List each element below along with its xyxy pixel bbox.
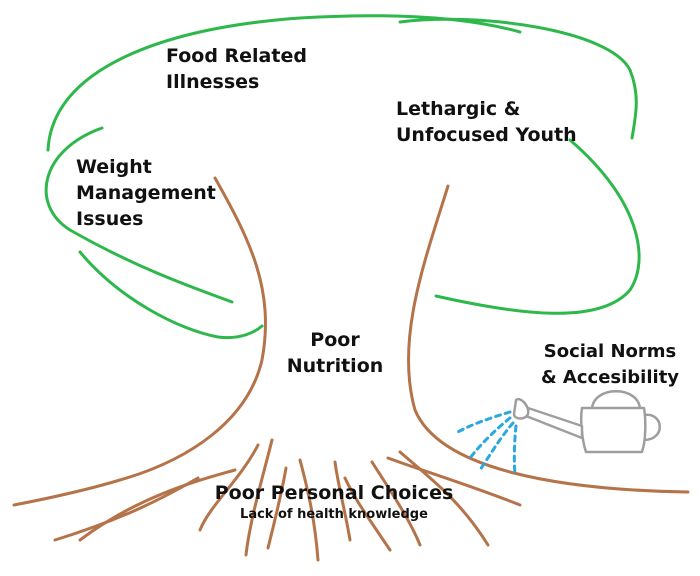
- canopy-arc-lower-left: [78, 250, 264, 340]
- root-2: [244, 438, 274, 557]
- water-stream-2: [468, 416, 512, 460]
- water-stream-4: [512, 424, 518, 477]
- label-line: Food Related: [166, 45, 307, 67]
- label-line: & Accesibility: [540, 367, 680, 388]
- label-line: Illnesses: [166, 71, 260, 93]
- can-body: [579, 406, 647, 454]
- root-7: [370, 460, 422, 547]
- can-handle: [590, 390, 642, 411]
- label-line: Social Norms: [543, 341, 677, 362]
- label-line: Lethargic &: [396, 98, 521, 120]
- root-11: [266, 466, 288, 550]
- label-social-norms-accesibility: Social Norms & Accesibility: [532, 339, 688, 391]
- label-line: Management: [76, 182, 216, 204]
- trunk-left: [12, 176, 267, 507]
- watering-can-icon: [512, 390, 661, 454]
- root-9: [386, 456, 522, 507]
- roots-title: Poor Personal Choices: [214, 482, 454, 504]
- can-spout-head: [512, 397, 530, 420]
- root-10: [343, 476, 392, 552]
- tree-trunk: [12, 176, 690, 562]
- label-line: Weight: [76, 156, 152, 178]
- canopy-arc-left: [44, 126, 234, 304]
- label-poor-personal-choices: Poor Personal Choices Lack of health kno…: [204, 480, 464, 524]
- root-4: [53, 476, 200, 542]
- water-stream-1: [456, 410, 512, 434]
- label-line: Nutrition: [286, 355, 384, 377]
- label-lethargic-unfocused-youth: Lethargic & Unfocused Youth: [396, 96, 577, 148]
- label-line: Issues: [76, 208, 144, 230]
- root-6: [333, 460, 352, 542]
- water-drops: [456, 410, 518, 477]
- water-stream-3: [478, 421, 515, 472]
- root-5: [298, 458, 320, 562]
- can-spout: [524, 406, 584, 440]
- label-weight-management-issues: Weight Management Issues: [76, 154, 216, 232]
- label-line: Unfocused Youth: [396, 124, 577, 146]
- roots-subtitle: Lack of health knowledge: [240, 507, 428, 522]
- canopy-arc-right: [398, 17, 638, 140]
- label-food-related-illnesses: Food Related Illnesses: [166, 43, 307, 95]
- can-rear-handle: [643, 413, 661, 442]
- tree-canopy: [44, 14, 641, 340]
- trunk-right: [406, 184, 690, 494]
- canopy-arc-lower-right: [434, 138, 641, 315]
- label-line: Poor: [310, 329, 360, 351]
- root-8: [398, 450, 490, 547]
- label-poor-nutrition: Poor Nutrition: [282, 327, 388, 379]
- root-1: [198, 443, 260, 532]
